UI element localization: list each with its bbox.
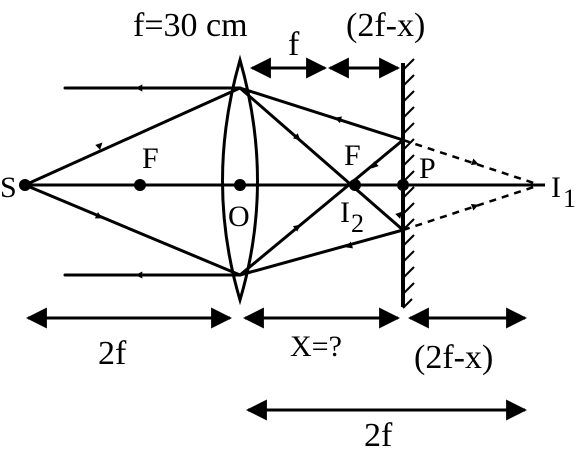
virtual-ray-bottom xyxy=(402,183,541,232)
label-focus-left: F xyxy=(142,142,159,175)
label-image-2-sub: 2 xyxy=(351,209,364,238)
point-mirror-p xyxy=(397,179,409,191)
point-optical-centre xyxy=(234,179,246,191)
convex-lens xyxy=(221,54,259,306)
label-image-1-sub: 1 xyxy=(563,184,576,213)
label-optical-centre: O xyxy=(228,200,250,233)
label-focal-length: f=30 cm xyxy=(133,7,248,44)
label-gap-top: (2f-x) xyxy=(346,7,425,44)
ray-mirror-bottom-to-lens xyxy=(238,228,405,277)
ray-mirror-top-to-lens xyxy=(238,86,405,142)
label-focus-right: F xyxy=(344,139,361,172)
label-mirror-point: P xyxy=(419,152,436,185)
label-image-2: I xyxy=(340,196,350,229)
label-x: X=? xyxy=(290,330,342,363)
point-source xyxy=(19,179,31,191)
label-f-gap: f xyxy=(288,26,300,63)
virtual-ray-top xyxy=(402,138,541,187)
ray-s-to-lens-top xyxy=(23,86,242,187)
point-focus-left xyxy=(134,179,146,191)
label-2f-left: 2f xyxy=(98,335,127,372)
ray-s-to-lens-bottom xyxy=(23,183,242,277)
label-2f-bottom: 2f xyxy=(364,417,393,454)
label-image-1: I xyxy=(551,171,561,204)
ray-lens-top-to-mirror xyxy=(238,86,405,232)
point-image-2 xyxy=(349,179,361,191)
label-source: S xyxy=(0,171,17,204)
label-gap-bottom: (2f-x) xyxy=(414,339,493,376)
